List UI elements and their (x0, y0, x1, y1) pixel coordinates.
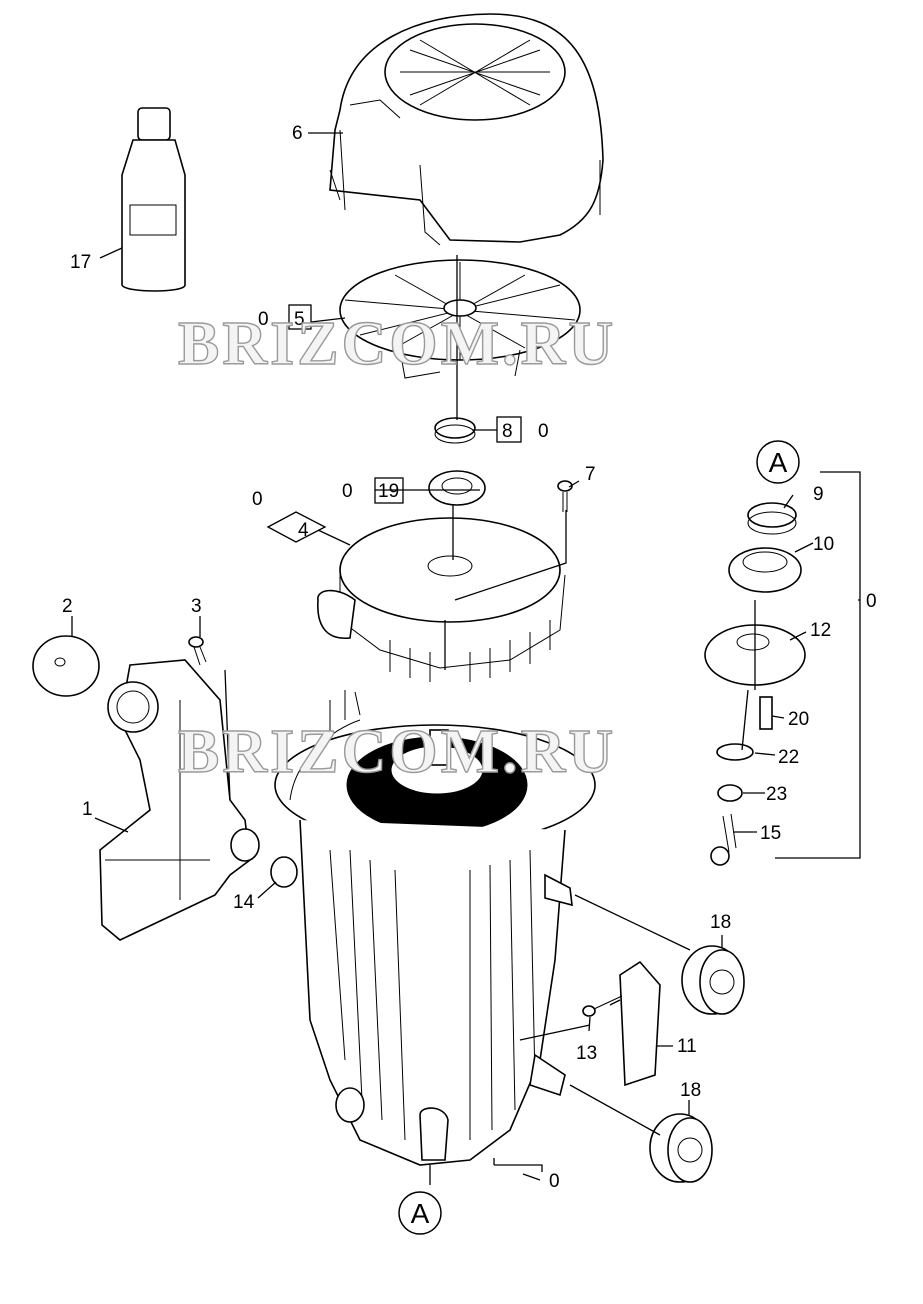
label-0-shield: 0 (252, 489, 263, 510)
part-13-screw (582, 995, 623, 1017)
label-8: 8 (502, 421, 513, 442)
label-14: 14 (233, 892, 255, 913)
label-0-bearing: 0 (342, 481, 353, 502)
part-5-fan (339, 259, 581, 379)
label-2: 2 (62, 596, 73, 617)
part-18-wheel-upper (681, 945, 745, 1015)
part-8-ring (434, 417, 476, 444)
label-7: 7 (585, 464, 596, 485)
part-22-washer (716, 743, 754, 761)
label-1: 1 (82, 799, 93, 820)
marker-a-top-text: A (769, 447, 788, 478)
label-13: 13 (576, 1043, 597, 1064)
part-9-needle-bearing (747, 502, 797, 535)
leader-lines (71, 132, 861, 1185)
part-3-screw (188, 636, 207, 666)
part-7-screw (557, 480, 573, 512)
part-6-motor-cover (329, 13, 604, 246)
part-23-spring-washer (717, 784, 743, 802)
label-10: 10 (813, 534, 834, 555)
part-11-guide (619, 960, 661, 1087)
label-0-fan: 0 (258, 309, 269, 330)
label-0-kit: 0 (866, 591, 877, 612)
label-5: 5 (294, 309, 305, 330)
label-0-ring: 0 (538, 421, 549, 442)
label-12: 12 (810, 620, 831, 641)
label-22: 22 (778, 747, 799, 768)
label-11: 11 (677, 1036, 697, 1057)
part-18-wheel-lower (649, 1113, 713, 1183)
marker-a-top: A (756, 440, 800, 484)
label-23: 23 (766, 784, 787, 805)
part-20-key (759, 696, 773, 730)
label-0-bottom: 0 (549, 1171, 560, 1192)
label-6: 6 (292, 123, 303, 144)
label-9: 9 (813, 484, 824, 505)
label-20: 20 (788, 709, 809, 730)
label-19: 19 (378, 481, 399, 502)
label-3: 3 (191, 596, 202, 617)
part-19-bearing (428, 470, 486, 506)
marker-a-bottom-text: A (411, 1198, 430, 1229)
label-15: 15 (760, 823, 781, 844)
part-2-cap (32, 635, 100, 697)
part-4-bearing-shield (317, 517, 566, 682)
part-10-ball-bearing (728, 547, 802, 593)
part-17-bottle (121, 107, 186, 292)
watermark-top: BRIZCOM.RU (178, 310, 616, 378)
part-14-o-ring (270, 856, 298, 888)
label-18-lower: 18 (680, 1080, 701, 1101)
callout-labels: 6 17 0 5 8 0 0 19 7 0 4 2 3 1 14 9 10 0 … (62, 123, 877, 1192)
label-4: 4 (298, 520, 309, 541)
watermark-middle: BRIZCOM.RU (178, 718, 616, 786)
part-15-bolt (710, 813, 737, 866)
marker-a-bottom: A (398, 1191, 442, 1235)
label-17: 17 (70, 252, 91, 273)
label-18-upper: 18 (710, 912, 731, 933)
part-1-inlet-pipe (99, 659, 260, 941)
motor-housing (274, 690, 596, 1166)
